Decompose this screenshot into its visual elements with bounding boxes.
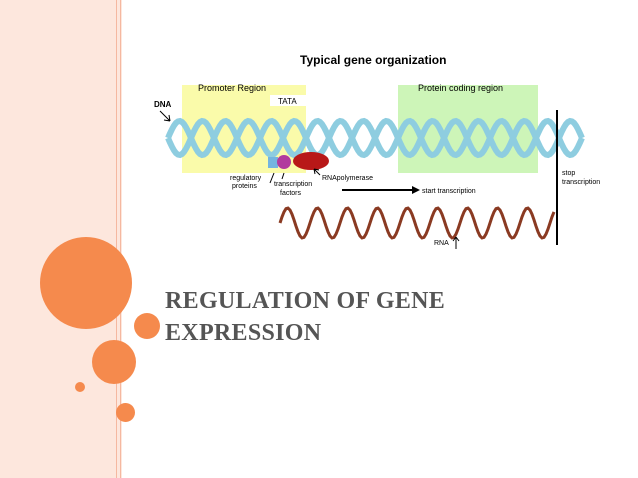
transcription-factors-label-2: factors: [280, 190, 302, 197]
promoter-region-label: Promoter Region: [198, 83, 266, 93]
decor-line: [116, 0, 117, 478]
rna-polymerase-label: RNApolymerase: [322, 175, 373, 182]
dna-label: DNA: [154, 100, 172, 109]
rna-strand: [278, 206, 556, 240]
regulatory-proteins-label-2: proteins: [232, 183, 257, 190]
dna-arrow: [159, 110, 171, 122]
transcription-factor-shape: [277, 155, 291, 169]
decor-circle-tiny: [75, 382, 85, 392]
left-decor-band: [0, 0, 122, 478]
decor-circle-small: [134, 313, 160, 339]
decor-circle-small-bottom: [116, 403, 135, 422]
rna-label: RNA: [434, 240, 449, 247]
stop-transcription-label-1: stop: [562, 170, 575, 177]
decor-circle-large: [40, 237, 132, 329]
start-transcription-label: start transcription: [422, 188, 476, 195]
slide-title-line-2: EXPRESSION: [165, 320, 322, 346]
stop-transcription-label-2: transcription: [562, 179, 600, 186]
protein-coding-region-label: Protein coding region: [418, 83, 503, 93]
start-transcription-arrowhead: [412, 186, 420, 194]
decor-circle-medium: [92, 340, 136, 384]
tata-box: [270, 95, 306, 106]
gene-organization-diagram: Typical gene organization Promoter Regio…: [154, 53, 600, 249]
tata-label: TATA: [278, 97, 297, 106]
diagram-heading: Typical gene organization: [300, 53, 446, 67]
factor-pointer: [281, 172, 285, 180]
rna-polymerase-shape: [293, 152, 329, 170]
polymerase-pointer: [313, 168, 321, 176]
slide-title-line-1: REGULATION OF GENE: [165, 288, 446, 314]
rna-arrow: [452, 236, 460, 249]
regulatory-protein-shape: [268, 157, 278, 168]
slide-title: REGULATION OF GENE EXPRESSION: [165, 285, 445, 349]
decor-line: [120, 0, 121, 478]
transcription-factors-label-1: transcription: [274, 181, 312, 188]
dna-strand-b: [165, 117, 585, 159]
regulatory-pointer: [269, 172, 275, 184]
regulatory-proteins-label-1: regulatory: [230, 175, 262, 182]
